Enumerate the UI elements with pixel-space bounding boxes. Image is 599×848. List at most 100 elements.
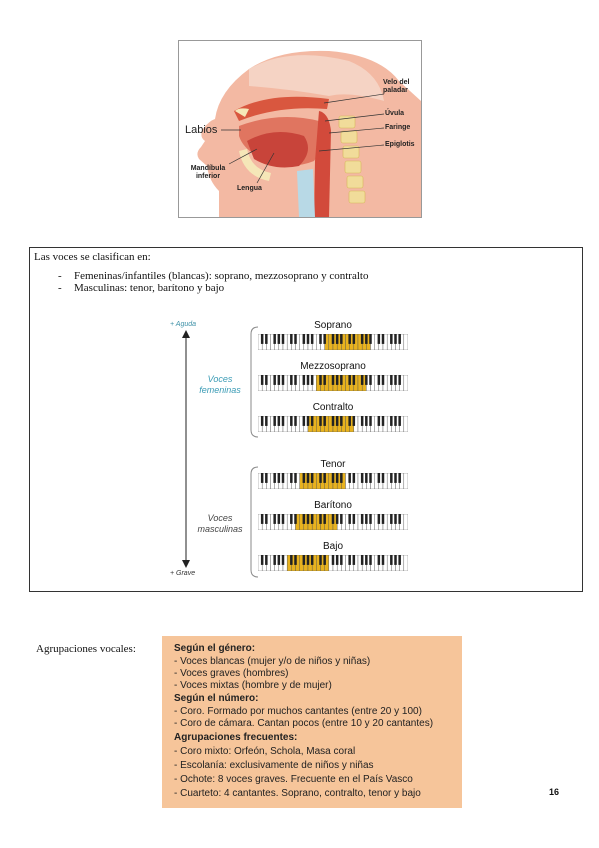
black-key	[390, 334, 393, 344]
keyboard-mezzosoprano	[258, 375, 408, 391]
keyboard-contralto	[258, 416, 408, 432]
black-key	[394, 473, 397, 483]
black-key	[273, 416, 276, 426]
groupings-heading: Según el género:	[174, 643, 256, 654]
keyboard-baritono	[258, 514, 408, 530]
black-key	[335, 375, 339, 385]
group-label-line: femeninas	[199, 385, 241, 395]
white-key	[403, 555, 408, 571]
black-key	[377, 555, 381, 565]
list-text: Masculinas: tenor, barítono y bajo	[74, 282, 225, 294]
axis-label-top: + Aguda	[170, 321, 197, 328]
list-dash: -	[58, 282, 62, 294]
groupings-box: Según el género: - Voces blancas (mujer …	[162, 636, 462, 808]
black-key	[369, 334, 372, 344]
black-key	[281, 375, 285, 385]
black-key	[360, 334, 364, 344]
page-number: 16	[549, 787, 560, 797]
black-key	[310, 473, 314, 483]
black-key	[302, 416, 306, 426]
black-key	[398, 555, 401, 565]
black-key	[390, 375, 393, 385]
black-key	[340, 555, 343, 565]
black-key	[352, 473, 356, 483]
black-key	[369, 555, 372, 565]
black-key	[369, 375, 372, 385]
black-key	[360, 473, 364, 483]
black-key	[381, 555, 385, 565]
black-key	[390, 416, 393, 426]
black-key	[323, 375, 326, 385]
black-key	[365, 375, 368, 385]
black-key	[331, 375, 335, 385]
black-key	[331, 416, 335, 426]
groupings-item: - Coro de cámara. Cantan pocos (entre 10…	[174, 718, 434, 729]
black-key	[398, 514, 401, 524]
black-key	[265, 473, 268, 483]
black-key	[340, 375, 343, 385]
black-key	[306, 416, 310, 426]
voice-name-contralto: Contralto	[312, 402, 354, 413]
black-key	[381, 334, 385, 344]
black-key	[302, 473, 306, 483]
voice-name-bajo: Bajo	[322, 541, 343, 552]
black-key	[398, 416, 401, 426]
black-key	[265, 514, 268, 524]
black-key	[323, 334, 326, 344]
black-key	[319, 375, 322, 385]
black-key	[377, 416, 381, 426]
white-key	[403, 514, 408, 530]
groupings-item: - Cuarteto: 4 cantantes. Soprano, contra…	[174, 788, 421, 799]
black-key	[302, 334, 306, 344]
black-key	[281, 514, 285, 524]
black-key	[265, 334, 268, 344]
voice-name-baritono: Barítono	[314, 500, 352, 511]
black-key	[260, 514, 264, 524]
black-key	[310, 514, 314, 524]
black-key	[265, 375, 268, 385]
black-key	[310, 334, 314, 344]
black-key	[290, 334, 293, 344]
black-key	[360, 555, 364, 565]
black-key	[290, 473, 293, 483]
black-key	[390, 473, 393, 483]
black-key	[277, 514, 281, 524]
white-key	[403, 416, 408, 432]
black-key	[290, 375, 293, 385]
black-key	[340, 416, 343, 426]
black-key	[348, 334, 351, 344]
black-key	[335, 555, 339, 565]
black-key	[331, 514, 335, 524]
black-key	[352, 375, 356, 385]
black-key	[306, 555, 310, 565]
black-key	[306, 514, 310, 524]
groupings-heading: Según el número:	[174, 693, 259, 704]
black-key	[390, 555, 393, 565]
black-key	[302, 555, 306, 565]
black-key	[277, 473, 281, 483]
black-key	[260, 555, 264, 565]
black-key	[273, 334, 276, 344]
black-key	[335, 334, 339, 344]
black-key	[331, 555, 335, 565]
black-key	[352, 334, 356, 344]
black-key	[360, 375, 364, 385]
black-key	[352, 514, 356, 524]
keyboard-tenor	[258, 473, 408, 489]
group-label-line: masculinas	[197, 524, 243, 534]
black-key	[306, 473, 310, 483]
black-key	[365, 473, 368, 483]
black-key	[323, 473, 326, 483]
black-key	[302, 375, 306, 385]
black-key	[390, 514, 393, 524]
black-key	[394, 334, 397, 344]
black-key	[265, 416, 268, 426]
black-key	[398, 334, 401, 344]
male-group-bracket	[250, 466, 259, 578]
black-key	[365, 416, 368, 426]
black-key	[260, 473, 264, 483]
voice-name-tenor: Tenor	[320, 459, 346, 470]
black-key	[319, 473, 322, 483]
black-key	[273, 473, 276, 483]
black-key	[302, 514, 306, 524]
